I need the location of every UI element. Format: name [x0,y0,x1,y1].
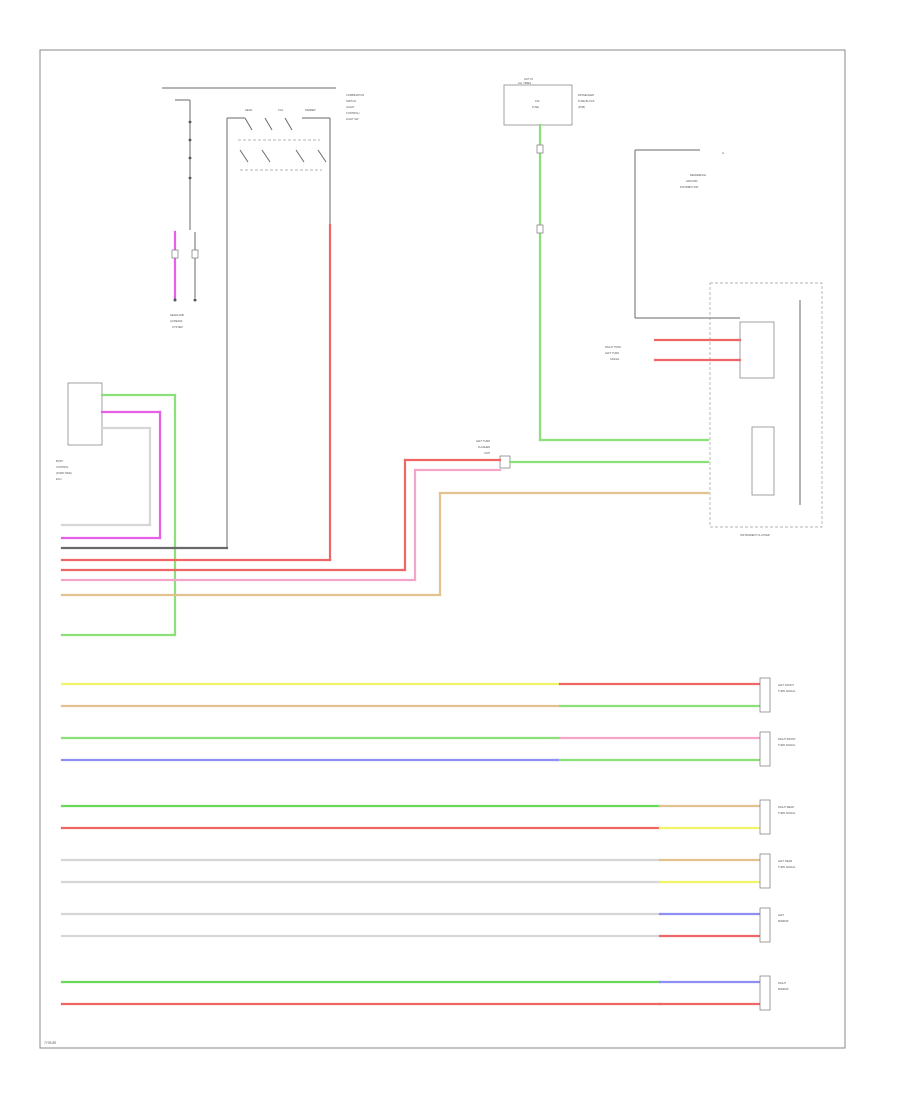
svg-text:RIGHT: RIGHT [778,981,786,985]
svg-text:RIGHT FRONT: RIGHT FRONT [778,737,796,741]
svg-text:RIGHT TURN: RIGHT TURN [605,345,621,349]
svg-text:TURN SIGNAL: TURN SIGNAL [778,743,796,747]
svg-text:DIMMER: DIMMER [305,108,316,112]
left-turn-unit: LEFT TURN FLASHER UNIT [476,439,511,469]
svg-text:ALL TIMES: ALL TIMES [518,81,531,85]
svg-text:FLASHER: FLASHER [478,445,490,449]
svg-text:TURN SIGNAL: TURN SIGNAL [778,865,796,869]
svg-text:15A: 15A [535,99,540,103]
rr-turn: RIGHT REAR TURN SIGNAL [60,799,796,835]
svg-text:SIGNAL: SIGNAL [610,357,620,361]
left-mirror: LEFT MIRROR [60,907,789,943]
svg-text:LEFT: LEFT [778,913,785,917]
svg-text:HEADLAMP: HEADLAMP [170,313,185,317]
svg-text:HOT AT: HOT AT [524,77,534,81]
combination-switch: HEAD TAIL DIMMER COMBINATION SWITCH (LIG… [162,87,364,548]
svg-text:FUSE BLOCK: FUSE BLOCK [578,99,595,103]
svg-text:TAIL: TAIL [278,108,284,112]
lf-turn: LEFT FRONT TURN SIGNAL [60,677,796,713]
svg-text:REFERENCE: REFERENCE [690,173,706,177]
svg-text:CONTROL): CONTROL) [346,111,360,115]
svg-text:PASSENGER: PASSENGER [578,93,594,97]
svg-text:(PCB): (PCB) [578,105,585,109]
instrument-cluster: INSTRUMENT CLUSTER RIGHT TURN LEFT TURN … [605,282,823,537]
svg-text:SWITCH: SWITCH [346,99,356,103]
harness [60,223,710,637]
svg-text:UNIT: UNIT [484,451,490,455]
svg-text:COMBINATION: COMBINATION [346,93,364,97]
svg-text:SYSTEM: SYSTEM [172,325,183,329]
svg-text:HEAD: HEAD [245,108,252,112]
svg-text:(LIGHT: (LIGHT [346,105,355,109]
diagram-frame [39,49,846,1049]
svg-text:(FORD SIDE): (FORD SIDE) [56,471,72,475]
lr-turn: LEFT REAR TURN SIGNAL [60,853,796,889]
right-mirror: RIGHT MIRROR [60,975,789,1011]
svg-text:BODY: BODY [56,459,64,463]
svg-text:ECU: ECU [56,477,62,481]
svg-text:INSTRUMENT CLUSTER: INSTRUMENT CLUSTER [740,533,770,537]
passenger-fuse: HOT AT ALL TIMES 15A FUSE PASSENGER FUSE… [503,77,710,442]
svg-text:CONTROL: CONTROL [56,465,69,469]
body-ecu: BODY CONTROL (FORD SIDE) ECU [56,382,177,637]
svg-text:LEFT REAR: LEFT REAR [778,859,792,863]
ground-ref: G REFERENCE GROUND DISTRIBUTION [634,149,740,319]
rf-turn: RIGHT FRONT TURN SIGNAL [60,731,796,767]
svg-text:TURN SIGNAL: TURN SIGNAL [778,811,796,815]
svg-text:LEFT FRONT: LEFT FRONT [778,683,794,687]
svg-text:LEFT TURN: LEFT TURN [476,439,490,443]
footer-code: 7Y09-89 [44,1041,56,1045]
svg-text:RIGHT REAR: RIGHT REAR [778,805,794,809]
svg-text:(HI BEAM): (HI BEAM) [170,319,183,323]
svg-text:MIRROR: MIRROR [778,919,789,923]
svg-text:G: G [722,151,724,155]
svg-text:TURN SIGNAL: TURN SIGNAL [778,689,796,693]
svg-text:LEFT TURN: LEFT TURN [605,351,619,355]
svg-text:FUSE: FUSE [532,105,539,109]
svg-text:GROUND: GROUND [686,179,698,183]
svg-text:DISTRIBUTION: DISTRIBUTION [680,185,698,189]
svg-text:MIRROR: MIRROR [778,987,789,991]
svg-text:LIGHT SW: LIGHT SW [346,117,359,121]
headlamp-system: HEADLAMP (HI BEAM) SYSTEM [170,230,199,329]
